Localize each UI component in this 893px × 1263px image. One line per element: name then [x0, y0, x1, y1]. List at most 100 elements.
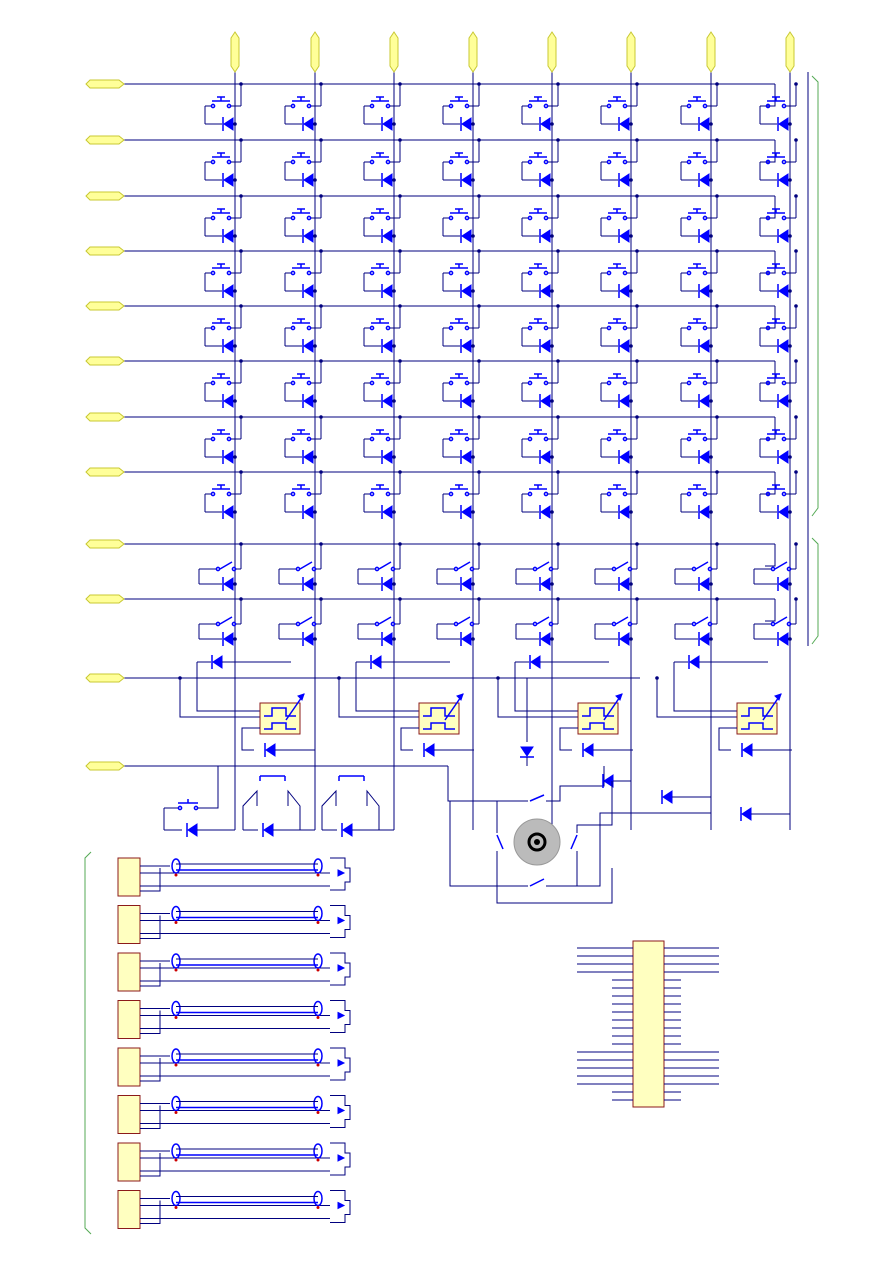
junction-dot — [788, 582, 792, 586]
diode-symbol — [381, 577, 393, 591]
diode-symbol — [302, 284, 314, 298]
ribbon-channel — [117, 905, 351, 944]
diode-symbol — [381, 117, 393, 131]
diode-symbol — [264, 743, 276, 757]
junction-dot — [550, 122, 554, 126]
junction-dot — [477, 194, 481, 198]
diode-symbol — [618, 229, 630, 243]
junction-dot — [477, 304, 481, 308]
junction-dot — [715, 194, 719, 198]
pushbutton-cell — [363, 304, 402, 353]
diode-symbol — [302, 450, 314, 464]
column-port — [547, 31, 557, 73]
diode-symbol — [381, 450, 393, 464]
row-port — [85, 135, 125, 145]
net-ports — [85, 31, 795, 771]
pushbutton-cell — [284, 194, 323, 243]
junction-dot — [471, 582, 475, 586]
junction-dot — [709, 344, 713, 348]
diode-symbol — [460, 577, 472, 591]
diode-symbol — [302, 505, 314, 519]
junction-dot — [471, 289, 475, 293]
junction-dot — [629, 455, 633, 459]
junction-dot — [629, 289, 633, 293]
junction-dot — [233, 289, 237, 293]
diode-symbol — [302, 577, 314, 591]
diode-symbol — [618, 339, 630, 353]
pushbutton-cell — [600, 138, 639, 187]
diode-symbol — [222, 505, 234, 519]
junction-dot — [709, 178, 713, 182]
diode-symbol — [618, 394, 630, 408]
pushbutton-cell — [442, 82, 481, 131]
pot-diode — [211, 655, 223, 669]
potentiometer-units — [178, 655, 792, 757]
diode-symbol — [618, 173, 630, 187]
junction-dot — [471, 510, 475, 514]
junction-dot — [635, 359, 639, 363]
junction-dot — [239, 194, 243, 198]
row-port — [85, 301, 125, 311]
junction-dot — [715, 359, 719, 363]
ribbon-channels — [117, 857, 351, 1229]
diode-symbol — [618, 284, 630, 298]
pushbutton-cell — [204, 415, 243, 464]
diode-symbol — [423, 743, 435, 757]
diode-symbol — [460, 173, 472, 187]
row-port — [85, 191, 125, 201]
pushbutton-cell — [284, 415, 323, 464]
toggle-switch-cell — [278, 597, 323, 646]
column-port — [626, 31, 636, 73]
diode-symbol — [381, 505, 393, 519]
junction-dot — [635, 82, 639, 86]
junction-dot — [715, 138, 719, 142]
pushbutton-cell — [521, 249, 560, 298]
diode-symbol — [741, 743, 753, 757]
junction-dot — [471, 122, 475, 126]
column-port — [230, 31, 240, 73]
junction-dot — [319, 194, 323, 198]
junction-dot — [629, 582, 633, 586]
diode-symbol — [460, 117, 472, 131]
junction-dot — [239, 138, 243, 142]
junction-dot — [477, 542, 481, 546]
diode-symbol — [520, 746, 534, 758]
pushbutton-cell — [363, 249, 402, 298]
toggle-switch-cell — [436, 542, 481, 591]
pushbutton-cell — [442, 470, 481, 519]
pushbutton-cell — [442, 359, 481, 408]
junction-dot — [715, 415, 719, 419]
junction-dot — [715, 249, 719, 253]
junction-dot — [794, 542, 798, 546]
column-port — [310, 31, 320, 73]
row-port — [85, 539, 125, 549]
junction-dot — [635, 194, 639, 198]
diode-symbol — [222, 339, 234, 353]
pushbutton-cell — [600, 249, 639, 298]
pushbutton-cell — [521, 470, 560, 519]
toggle-switch-cell — [198, 597, 243, 646]
junction-dot — [313, 289, 317, 293]
junction-dot — [550, 234, 554, 238]
toggle-switch-cell — [357, 597, 402, 646]
junction-dot — [239, 249, 243, 253]
diode-symbol — [222, 450, 234, 464]
junction-dot — [794, 138, 798, 142]
pushbutton-cell — [521, 415, 560, 464]
junction-dot — [556, 415, 560, 419]
pushbutton-cell — [204, 249, 243, 298]
junction-dot — [392, 455, 396, 459]
junction-dot — [239, 304, 243, 308]
pushbutton-cell — [759, 470, 798, 519]
junction-dot — [629, 122, 633, 126]
row-port — [85, 761, 125, 771]
junction-dot — [471, 234, 475, 238]
junction-dot — [556, 194, 560, 198]
junction-dot — [794, 194, 798, 198]
diode-symbol — [740, 807, 752, 821]
channel-block — [117, 1095, 141, 1134]
junction-dot — [398, 415, 402, 419]
junction-dot — [477, 82, 481, 86]
ribbon-channel — [117, 1142, 351, 1182]
connector-body — [632, 940, 665, 1108]
